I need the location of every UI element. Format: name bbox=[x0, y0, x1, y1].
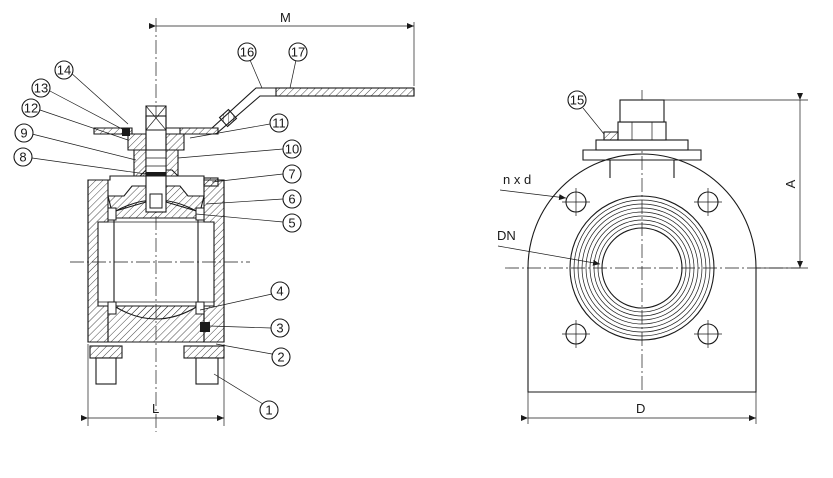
seat-bottom-left bbox=[107, 301, 117, 315]
bolt-left bbox=[89, 345, 123, 359]
raised-face bbox=[569, 195, 715, 341]
bolt-hole-top-left bbox=[562, 188, 590, 216]
seat-top-left bbox=[107, 207, 117, 221]
balloon-2: 2 bbox=[215, 343, 291, 367]
thrust-washer bbox=[146, 172, 166, 176]
bonnet-right-section bbox=[165, 149, 179, 177]
balloon-15: 15 bbox=[567, 90, 605, 135]
svg-text:4: 4 bbox=[276, 284, 283, 299]
bolt-hole-top-right bbox=[694, 188, 722, 216]
handle-lock bbox=[218, 108, 238, 128]
balloon-13: 13 bbox=[31, 78, 125, 131]
nxd-leader bbox=[499, 189, 567, 201]
svg-text:10: 10 bbox=[285, 142, 299, 157]
svg-text:3: 3 bbox=[276, 321, 283, 336]
balloon-7: 7 bbox=[211, 164, 302, 184]
balloon-12: 12 bbox=[21, 98, 129, 141]
right-flange-section bbox=[203, 179, 225, 343]
svg-text:9: 9 bbox=[20, 126, 27, 141]
balloon-6: 6 bbox=[205, 189, 302, 209]
balloon-1: 1 bbox=[213, 373, 279, 420]
svg-text:1: 1 bbox=[265, 403, 272, 418]
nxd-label: n x d bbox=[503, 172, 531, 187]
section-view: M L 14 13 12 9 8 bbox=[13, 10, 415, 432]
svg-text:13: 13 bbox=[34, 81, 48, 96]
front-view: n x d DN A D 15 bbox=[497, 90, 808, 424]
svg-text:16: 16 bbox=[240, 45, 254, 60]
dimension-l-label: L bbox=[152, 401, 159, 416]
gland-right bbox=[165, 133, 185, 151]
balloon-11: 11 bbox=[189, 113, 289, 139]
stem-nut-front bbox=[617, 121, 667, 141]
svg-text:14: 14 bbox=[57, 63, 71, 78]
handle-grip bbox=[275, 87, 415, 97]
body-gasket-top bbox=[203, 177, 219, 187]
dimension-a-label: A bbox=[783, 179, 798, 188]
serrations bbox=[573, 199, 711, 337]
balloon-9: 9 bbox=[14, 123, 137, 161]
svg-text:17: 17 bbox=[291, 45, 305, 60]
balloon-8: 8 bbox=[13, 147, 147, 175]
svg-text:2: 2 bbox=[277, 350, 284, 365]
svg-text:5: 5 bbox=[288, 216, 295, 231]
svg-text:6: 6 bbox=[288, 192, 295, 207]
bore bbox=[601, 227, 683, 309]
dn-label: DN bbox=[497, 228, 516, 243]
pipe-flange-left bbox=[95, 357, 117, 385]
balloon-5: 5 bbox=[195, 213, 302, 233]
gasket-square bbox=[200, 322, 210, 332]
left-flange-section bbox=[87, 179, 109, 343]
svg-text:8: 8 bbox=[19, 150, 26, 165]
bonnet-left-section bbox=[133, 149, 147, 177]
gland-plate bbox=[595, 139, 689, 151]
stop-pin bbox=[122, 128, 130, 136]
dimension-d-label: D bbox=[636, 401, 645, 416]
pipe-flange-right bbox=[195, 357, 219, 385]
balloon-16: 16 bbox=[237, 42, 263, 89]
svg-text:15: 15 bbox=[570, 93, 584, 108]
gland-left bbox=[127, 133, 147, 151]
plate-lock bbox=[603, 131, 619, 141]
balloon-17: 17 bbox=[288, 42, 308, 89]
balloon-10: 10 bbox=[177, 139, 302, 159]
bolt-hole-bottom-left bbox=[562, 320, 590, 348]
svg-text:12: 12 bbox=[24, 101, 38, 116]
stem-tongue bbox=[149, 193, 163, 209]
dn-leader bbox=[497, 245, 601, 266]
balloon-4: 4 bbox=[199, 281, 290, 311]
dimension-m-label: M bbox=[280, 10, 291, 25]
stem-nut-cross-b bbox=[145, 105, 167, 131]
bolt-hole-bottom-right bbox=[694, 320, 722, 348]
stem-top-front bbox=[619, 99, 665, 123]
bolt-right bbox=[183, 345, 225, 359]
seat-bottom-right bbox=[195, 301, 205, 315]
balloon-14: 14 bbox=[54, 60, 129, 125]
flange-outline bbox=[527, 153, 757, 393]
balloon-3: 3 bbox=[209, 318, 290, 338]
svg-text:11: 11 bbox=[272, 116, 286, 131]
mounting-plate-right bbox=[179, 127, 219, 135]
svg-text:7: 7 bbox=[288, 167, 295, 182]
